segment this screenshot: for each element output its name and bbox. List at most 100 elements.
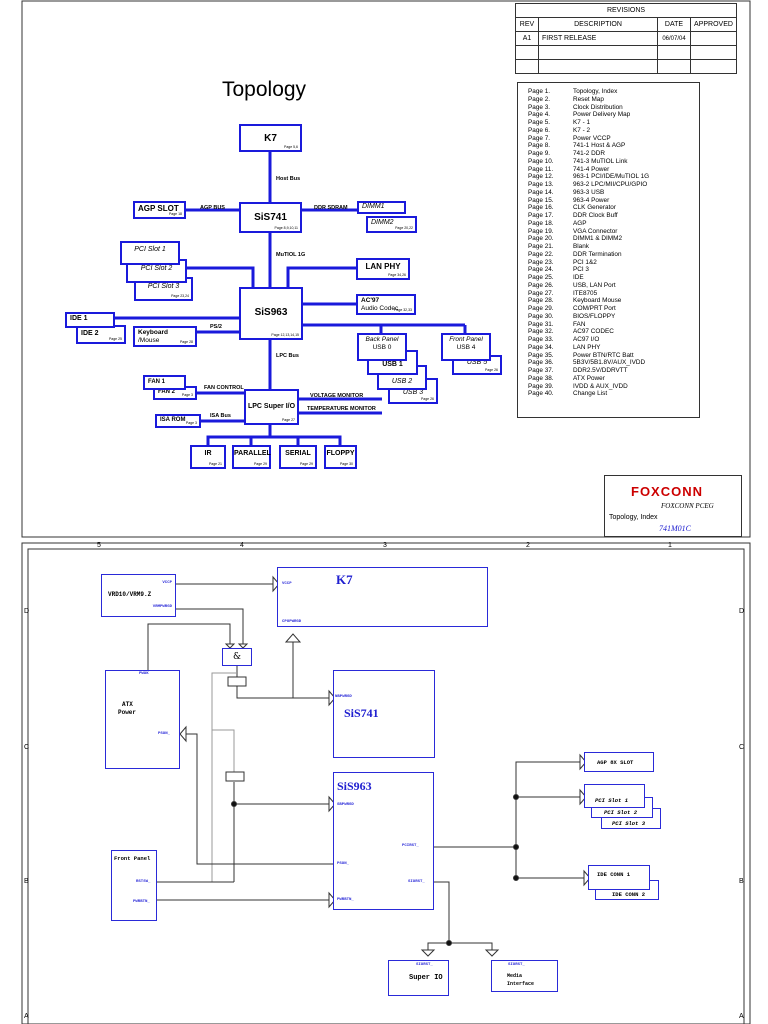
index-desc: 963-2 LPC/MII/CPU/GPIO — [573, 181, 648, 188]
index-row: Page 12.963-1 PCI/IDE/MuTIOL 1G — [528, 173, 699, 181]
block-label: AC'97 — [361, 297, 380, 304]
pin-sbpwrgd: SBPWRGD — [337, 803, 354, 807]
index-row: Page 26.USB, LAN Port — [528, 282, 699, 290]
bus-label-ddr: DDR SDRAM — [314, 205, 348, 211]
index-page: Page 13. — [528, 181, 554, 188]
page-ref: Page 32,33 — [394, 307, 412, 312]
page-ref: Page 12,13,14,15 — [271, 332, 299, 337]
index-page: Page 21. — [528, 243, 554, 250]
gate-label: & — [233, 652, 242, 662]
pin-pwrbtn: PWRBTN_ — [133, 900, 150, 904]
block-label: FAN 1 — [148, 379, 166, 385]
index-desc: Clock Distribution — [573, 103, 623, 111]
col-header: DATE — [657, 17, 691, 32]
ruler-row: C — [739, 744, 745, 751]
index-row: Page 35.Power BTN/RTC Batt — [528, 352, 699, 360]
index-page: Page 17. — [528, 212, 554, 219]
index-desc: CLK Generator — [573, 204, 616, 212]
page-ref: Page 3 — [181, 392, 193, 397]
page-ref: Page 18 — [168, 211, 182, 216]
index-page: Page 30. — [528, 312, 554, 320]
block-label: SiS741 — [254, 212, 287, 223]
block-label: Front Panel — [114, 855, 151, 862]
index-desc: COM/PRT Port — [573, 305, 616, 312]
page-ref: Page 27 — [281, 417, 295, 422]
index-page: Page 18. — [528, 219, 554, 227]
index-desc: Power BTN/RTC Batt — [573, 351, 634, 359]
col-header: APPROVED — [690, 17, 737, 32]
cell: A1 — [515, 31, 539, 46]
index-desc: AGP — [573, 219, 587, 227]
block-label: USB 1 — [382, 361, 403, 368]
page-ref: Page 26 — [484, 367, 498, 372]
index-desc: Power VCCP — [573, 134, 611, 142]
page-ref: Page 29 — [253, 461, 267, 466]
pin-vccp: VCCP — [162, 581, 172, 585]
index-page: Page 22. — [528, 250, 554, 258]
ruler-row: B — [739, 878, 744, 885]
block-label: PCI Slot 2 — [140, 265, 173, 272]
index-row: Page 4.Power Delivery Map — [528, 111, 699, 119]
block-label: IDE CONN 1 — [597, 871, 631, 878]
index-desc: Reset Map — [573, 95, 604, 103]
index-page: Page 11. — [528, 165, 554, 173]
index-page: Page 1. — [528, 88, 551, 95]
pin-pson: PSON_ — [337, 862, 350, 866]
index-row: Page 14.963-3 USB — [528, 189, 699, 197]
index-desc: Topology, Index — [573, 88, 618, 95]
index-desc: K7 - 2 — [573, 126, 591, 134]
pin-cpupwrgd: CPUPWRGD — [282, 620, 302, 624]
index-page: Page 19. — [528, 227, 554, 235]
doc-number: 741M01C — [659, 524, 691, 533]
block-label: PCI Slot 1 — [134, 246, 166, 253]
index-desc: AC97 CODEC — [573, 328, 614, 336]
index-page: Page 4. — [528, 111, 551, 119]
index-page: Page 6. — [528, 126, 551, 134]
cell — [515, 45, 539, 60]
block-label: PCI Slot 3 — [612, 820, 646, 827]
block-label: LAN PHY — [365, 262, 401, 271]
block-label: Power — [118, 709, 137, 716]
block-label: USB 3 — [402, 389, 424, 396]
title-block: FOXCONN FOXCONN PCEG Topology, Index 741… — [604, 475, 742, 537]
block-fan-1: FAN 1 — [143, 375, 186, 390]
block-label: Interface — [507, 981, 535, 987]
block-label: Super IO — [409, 974, 443, 982]
sheet-title: Topology, Index — [609, 514, 658, 521]
table-row — [515, 45, 737, 60]
index-row: Page 8.741-1 Host & AGP — [528, 142, 699, 150]
index-desc: 741-4 Power — [573, 165, 610, 173]
index-page: Page 24. — [528, 266, 554, 274]
index-desc: 963-3 USB — [573, 188, 605, 196]
index-desc: 963-4 Power — [573, 196, 610, 204]
index-page: Page 25. — [528, 274, 554, 281]
pin-vrmpwrgd: VRMPWRGD — [152, 605, 172, 609]
block-label: Keyboard — [138, 329, 168, 336]
page-ref: Page 34,26 — [388, 272, 406, 277]
block-label: /Mouse — [138, 337, 160, 344]
index-row: Page 34. LAN PHY — [528, 344, 699, 352]
index-page: Page 3. — [528, 103, 551, 111]
page-ref: Page 25 — [108, 336, 122, 341]
block-label: IDE 2 — [81, 330, 99, 337]
index-desc: LAN PHY — [573, 343, 601, 351]
index-row: Page 21.Blank — [528, 243, 699, 251]
index-row: Page 36.5B3V/5B1.8V/AUX_IVDD — [528, 359, 699, 367]
pin-rstsw: RSTSW_ — [136, 880, 151, 884]
index-page: Page 32. — [528, 328, 554, 336]
index-page: Page 34. — [528, 343, 554, 351]
index-desc: AC97 I/O — [573, 336, 600, 343]
block-label: Media — [507, 973, 523, 979]
page-ref: Page 23,24 — [171, 293, 189, 298]
index-page: Page 12. — [528, 173, 554, 181]
index-row: Page 17.DDR Clock Buff — [528, 212, 699, 220]
index-page: Page 23. — [528, 258, 554, 266]
